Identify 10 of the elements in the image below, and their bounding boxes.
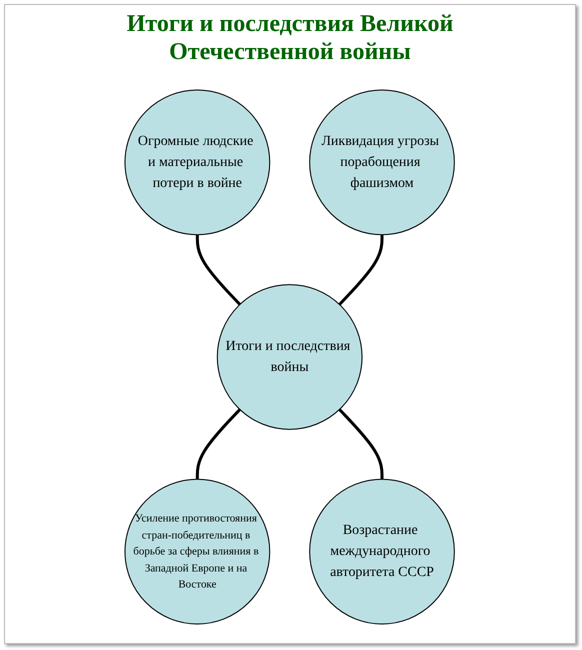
node-circle: Возрастание международного авторитета СССР [309,478,456,624]
connector [338,408,384,479]
diagram-title: Итоги и последствия Великой Отечественной войны [126,11,454,66]
node-circle: Огромные людские и материальные потери в войне [124,89,271,235]
node-circle: Итоги и последствия войны [217,284,363,430]
connector [196,234,242,306]
node-circle: Ликвидация угрозы порабощения фашизмом [309,89,456,235]
connector [338,234,384,306]
node-circle: Усиление противостояния стран-победительниц в борьбе за сферы влияния в Западной Европе и на Востоке [124,478,271,624]
connector [196,408,242,479]
